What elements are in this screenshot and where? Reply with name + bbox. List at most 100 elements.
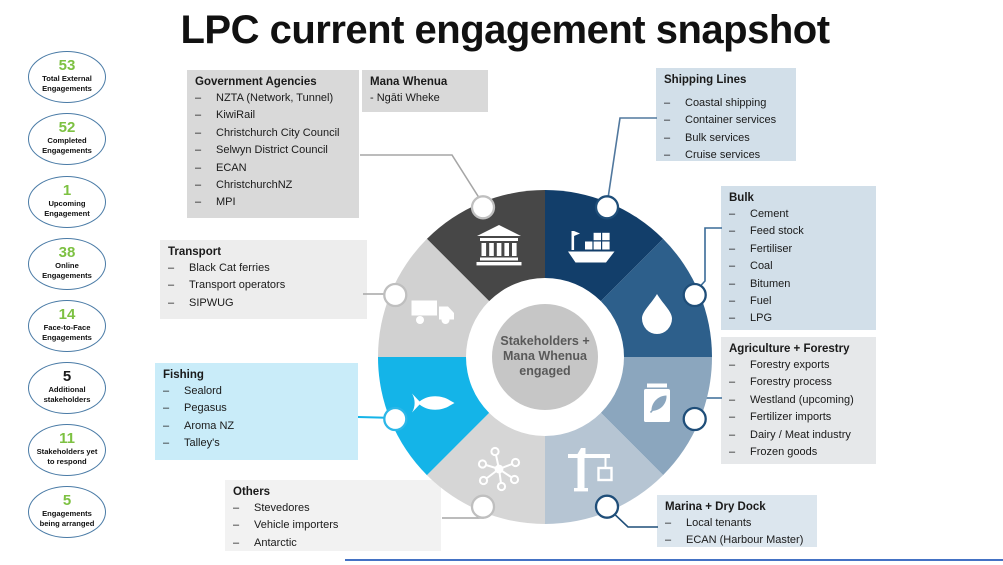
- node-fishing: [383, 406, 408, 432]
- stat-total-external: 53 Total External Engagements: [28, 51, 106, 103]
- list-item: Talley's: [184, 437, 220, 450]
- list-item: Stevedores: [254, 502, 310, 514]
- bullet-dash: –: [665, 534, 672, 547]
- bullet-dash: –: [729, 312, 736, 325]
- node-marina: [594, 494, 620, 519]
- bullet-dash: –: [729, 260, 736, 273]
- list-item: Dairy / Meat industry: [750, 428, 851, 441]
- list-item: LPG: [750, 312, 773, 325]
- connector-government: [360, 154, 484, 205]
- stat-label: Face-to-Face Engagements: [42, 323, 92, 342]
- stat-yet-to-respond: 11 Stakeholders yet to respond: [28, 424, 106, 476]
- box-items: – Stevedores – Vehicle importers – Antarctic: [233, 500, 435, 552]
- list-item: Sealord: [184, 385, 222, 397]
- box-title: Agriculture + Forestry: [729, 343, 850, 355]
- stat-label: Online Engagements: [42, 261, 92, 280]
- list-item: Fertiliser: [750, 242, 793, 255]
- bullet-dash: –: [665, 517, 672, 529]
- center-line-2: Mana Whenua: [502, 349, 588, 363]
- box-items: –Black Cat ferries–Transport operators–S…: [168, 260, 361, 312]
- box-title: Others: [233, 486, 271, 498]
- bullet-dash: –: [195, 92, 202, 104]
- bullet-dash: –: [233, 502, 240, 514]
- center-circle: [492, 304, 598, 410]
- box-title: Fishing: [163, 369, 204, 381]
- bullet-dash: –: [163, 437, 170, 450]
- bullet-dash: –: [664, 131, 671, 144]
- others-box: Others – Stevedores – Vehicle importers – Ant…: [225, 480, 441, 551]
- list-item: Container services: [685, 114, 777, 127]
- bullet-dash: –: [195, 144, 202, 157]
- connector-shipping: [606, 117, 657, 206]
- box-items: –NZTA (Network, Tunnel)–KiwiRail–Christc…: [195, 90, 353, 212]
- node-transport: [383, 282, 408, 308]
- box-title: Shipping Lines: [664, 74, 747, 86]
- list-item: KiwiRail: [216, 109, 256, 122]
- box-title: Mana Whenua: [370, 76, 448, 88]
- list-item: Cruise services: [685, 149, 761, 162]
- list-item: MPI: [216, 196, 236, 209]
- stat-value: 53: [58, 57, 76, 74]
- list-item: Bulk services: [685, 131, 750, 144]
- list-item: Fuel: [750, 295, 772, 308]
- bank-icon: [476, 225, 522, 266]
- box-title: Government Agencies: [195, 76, 317, 88]
- list-item: Christchurch City Council: [216, 126, 340, 139]
- stat-value: 38: [58, 244, 76, 261]
- bullet-dash: –: [233, 519, 240, 532]
- bullet-dash: –: [729, 208, 736, 220]
- list-item: Forestry process: [750, 376, 832, 389]
- box-title: Bulk: [729, 192, 754, 204]
- node-agriculture: [682, 406, 707, 432]
- box-items: –Cement–Feed stock–Fertiliser–Coal–Bitum…: [729, 206, 870, 328]
- list-item: Bitumen: [750, 277, 791, 290]
- node-government: [470, 195, 496, 220]
- list-item: Black Cat ferries: [189, 262, 270, 274]
- bullet-dash: –: [195, 126, 202, 139]
- marina-dry-dock-box: Marina + Dry Dock –Local tenants–ECAN (H…: [657, 495, 817, 547]
- center-label: Stakeholders + Mana Whenua engaged: [488, 334, 602, 379]
- bullet-dash: –: [729, 411, 736, 424]
- node-others: [470, 494, 496, 519]
- page-title: LPC current engagement snapshot: [180, 8, 830, 52]
- stat-upcoming: 1 Upcoming Engagement: [28, 176, 106, 228]
- bullet-dash: –: [664, 97, 671, 109]
- center-line-1: Stakeholders +: [500, 334, 590, 348]
- box-items: –Sealord–Pegasus–Aroma NZ–Talley's: [163, 383, 352, 453]
- bullet-dash: –: [163, 402, 170, 415]
- bullet-dash: –: [168, 262, 175, 274]
- bullet-dash: –: [168, 279, 175, 292]
- mana-whenua-box: Mana Whenua - Ngāti Wheke: [362, 70, 488, 112]
- list-item: Antarctic: [254, 536, 297, 549]
- list-item: Vehicle importers: [254, 519, 339, 532]
- list-item: Cement: [750, 208, 789, 220]
- bottom-divider: [345, 559, 1003, 561]
- bullet-dash: –: [664, 114, 671, 127]
- ship-icon: [568, 231, 615, 263]
- list-item: Aroma NZ: [184, 419, 235, 432]
- stat-value: 5: [62, 492, 72, 509]
- stat-label: Completed Engagements: [42, 136, 92, 155]
- stat-value: 14: [58, 306, 76, 323]
- bullet-dash: –: [729, 295, 736, 308]
- box-title: Transport: [168, 246, 222, 258]
- node-bulk: [682, 282, 707, 308]
- stat-completed: 52 Completed Engagements: [28, 113, 106, 165]
- bullet-dash: –: [729, 446, 736, 459]
- box-items: – Coastal shipping – Container services – Bul…: [664, 95, 790, 165]
- list-item: Coastal shipping: [685, 97, 767, 109]
- stat-label: Additional stakeholders: [43, 385, 91, 404]
- list-item: Frozen goods: [750, 446, 818, 459]
- list-item: Coal: [750, 260, 773, 273]
- box-title: Marina + Dry Dock: [665, 501, 766, 513]
- bullet-dash: –: [729, 376, 736, 389]
- bullet-dash: –: [729, 242, 736, 255]
- bullet-dash: –: [195, 179, 202, 192]
- box-items: –Forestry exports–Forestry process–Westl…: [729, 357, 870, 461]
- bullet-dash: –: [163, 385, 170, 397]
- stat-label: Engagements being arranged: [39, 509, 95, 528]
- bullet-dash: –: [729, 225, 736, 238]
- list-item: ChristchurchNZ: [216, 179, 293, 192]
- bullet-dash: –: [233, 536, 240, 549]
